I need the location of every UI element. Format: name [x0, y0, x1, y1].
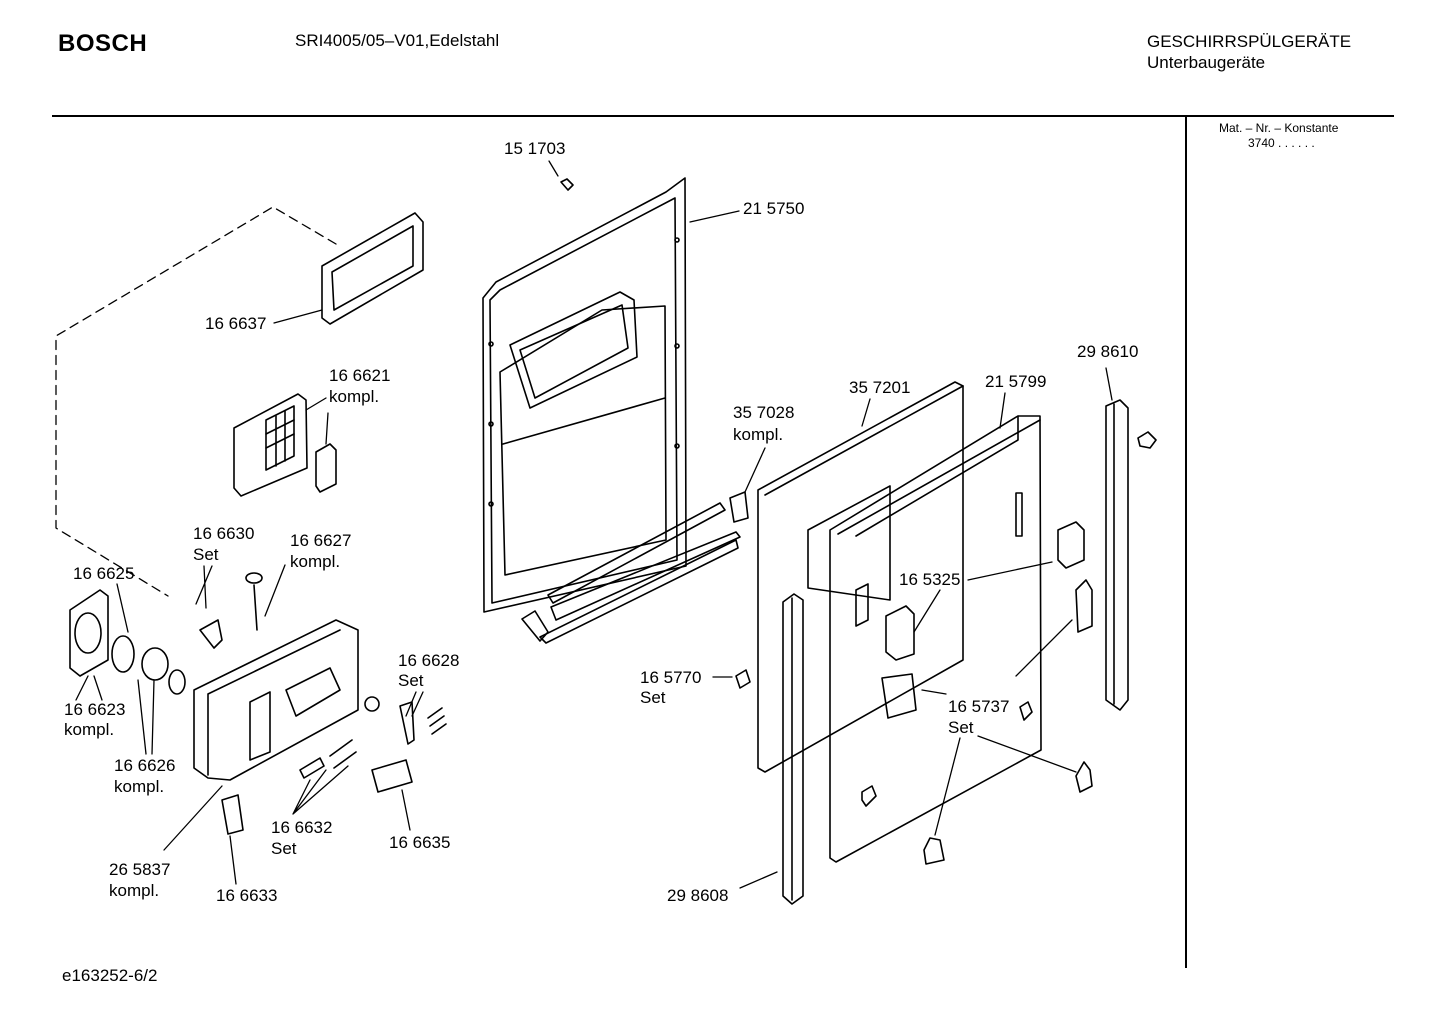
model-title: SRI4005/05–V01,Edelstahl: [295, 31, 500, 50]
inner-door-panel: [482, 177, 687, 613]
category-subtitle: Unterbaugeräte: [1147, 53, 1266, 72]
part-number-label: 16 6635: [389, 833, 450, 852]
part-number-label: 16 5770: [640, 668, 701, 687]
side-divider: [1185, 116, 1187, 968]
part-note-label: kompl.: [64, 720, 114, 739]
category-block: GESCHIRRSPÜLGERÄTE Unterbaugeräte: [1147, 31, 1351, 73]
latch-hook-part: [881, 579, 1093, 865]
part-number-label: 35 7201: [849, 378, 910, 397]
control-housing-part: [193, 619, 359, 835]
part-note-label: Set: [271, 839, 297, 858]
part-number-label: 16 6632: [271, 818, 332, 837]
seal-frame-part: [321, 212, 424, 325]
brand-logo: BOSCH: [58, 30, 148, 57]
part-number-label: 16 5325: [899, 570, 960, 589]
screw-part: [560, 178, 574, 191]
part-note-label: kompl.: [290, 552, 340, 571]
footer-code: e163252-6/2: [62, 966, 158, 985]
part-number-label: 21 5799: [985, 372, 1046, 391]
part-note-label: Set: [640, 688, 666, 707]
front-plate-part: [829, 415, 1042, 863]
hinge-bracket-part: [885, 521, 1085, 661]
category-title: GESCHIRRSPÜLGERÄTE: [1147, 32, 1352, 51]
part-note-label: kompl.: [109, 881, 159, 900]
leader-lines: [75, 160, 1113, 889]
part-number-label: 16 6630: [193, 524, 254, 543]
header-divider: [52, 115, 1394, 117]
mat-number-title: Mat. – Nr. – Konstante: [1219, 121, 1339, 135]
part-number-label: 16 6627: [290, 531, 351, 550]
mat-number-value: 3740 . . . . . .: [1248, 136, 1315, 150]
part-number-label: 16 5737: [948, 697, 1009, 716]
part-number-label: 29 8610: [1077, 342, 1138, 361]
part-number-label: 16 6626: [114, 756, 175, 775]
part-number-label: 16 6628: [398, 651, 459, 670]
part-note-label: kompl.: [733, 425, 783, 444]
part-note-label: Set: [948, 718, 974, 737]
mat-number-box: Mat. – Nr. – Konstante 3740 . . . . . .: [1219, 121, 1338, 151]
part-note-label: kompl.: [114, 777, 164, 796]
part-number-label: 26 5837: [109, 860, 170, 879]
small-seal-parts: [69, 572, 447, 793]
part-number-label: 16 6633: [216, 886, 277, 905]
lower-door-seal-strip: [521, 491, 749, 644]
part-number-label: 16 6637: [205, 314, 266, 333]
part-number-label: 16 6623: [64, 700, 125, 719]
part-number-label: 16 6625: [73, 564, 134, 583]
part-number-label: 16 6621: [329, 366, 390, 385]
filter-grille-part: [233, 393, 337, 497]
part-note-label: Set: [193, 545, 219, 564]
side-strip-part: [735, 399, 1157, 905]
outer-door-panel: [757, 381, 964, 773]
assembly-guide-line: [55, 206, 337, 597]
part-number-label: 35 7028: [733, 403, 794, 422]
part-number-label: 29 8608: [667, 886, 728, 905]
part-number-label: 21 5750: [743, 199, 804, 218]
part-number-label: 15 1703: [504, 139, 565, 158]
part-note-label: kompl.: [329, 387, 379, 406]
part-note-label: Set: [398, 671, 424, 690]
part-labels: 15 1703 21 5750 16 6637 16 6621 kompl. 3…: [64, 139, 1138, 905]
